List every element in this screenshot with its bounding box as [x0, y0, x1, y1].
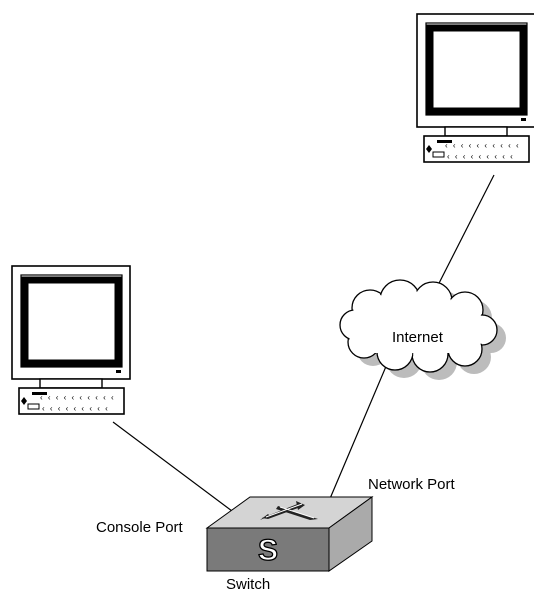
switch-logo: S	[258, 534, 278, 567]
internet-cloud-icon: Internet	[339, 279, 506, 380]
local-computer-icon	[12, 266, 130, 414]
internet-label: Internet	[392, 329, 444, 346]
link-internet-to-switch	[325, 356, 391, 509]
network-port-label: Network Port	[368, 476, 456, 493]
switch-label: Switch	[226, 576, 270, 590]
remote-computer-icon	[417, 14, 534, 162]
link-remote-pc-to-internet	[431, 174, 495, 298]
console-port-label: Console Port	[96, 519, 184, 536]
switch-icon: S	[205, 496, 374, 572]
link-local-pc-to-switch	[112, 421, 237, 515]
connection-lines	[112, 174, 495, 515]
